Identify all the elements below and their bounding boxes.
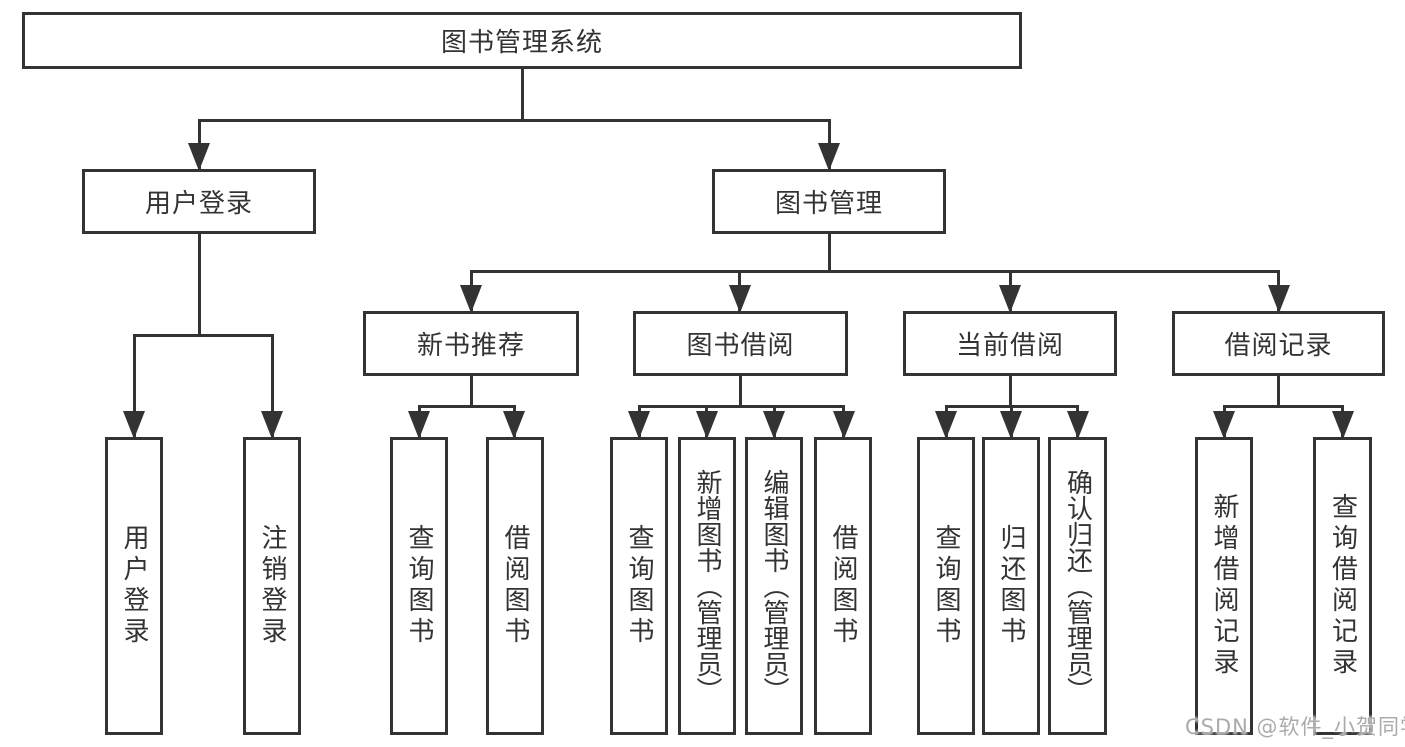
arrow-down-icon bbox=[999, 285, 1021, 313]
node-borrowing-records: 借阅记录 bbox=[1172, 311, 1385, 376]
leaf-user-login: 用户登录 bbox=[105, 437, 163, 735]
arrow-down-icon bbox=[628, 411, 650, 439]
leaf-query-books-recommend: 查询图书 bbox=[390, 437, 448, 735]
leaf-label: 新增图书（管理员） bbox=[692, 469, 722, 703]
connector-line bbox=[1222, 405, 1344, 408]
node-book-management: 图书管理 bbox=[712, 169, 946, 234]
arrow-down-icon bbox=[695, 411, 718, 439]
leaf-label: 编辑图书（管理员） bbox=[759, 469, 789, 703]
connector-line bbox=[1277, 376, 1280, 408]
leaf-query-books-borrow: 查询图书 bbox=[610, 437, 668, 735]
connector-line bbox=[132, 334, 274, 337]
connector-line bbox=[739, 376, 742, 408]
node-book-borrowing: 图书借阅 bbox=[633, 311, 848, 376]
node-current-borrowing: 当前借阅 bbox=[903, 311, 1117, 376]
arrow-down-icon bbox=[763, 411, 785, 439]
leaf-add-borrow-record: 新增借阅记录 bbox=[1195, 437, 1253, 735]
connector-line bbox=[132, 334, 136, 437]
leaf-label: 确认归还（管理员） bbox=[1062, 469, 1093, 703]
arrow-down-icon bbox=[935, 411, 957, 439]
arrow-down-icon bbox=[1331, 411, 1354, 439]
connector-line bbox=[270, 334, 274, 437]
arrow-down-icon bbox=[408, 411, 430, 439]
leaf-label: 借阅图书 bbox=[828, 524, 858, 648]
leaf-borrow-books-recommend: 借阅图书 bbox=[486, 437, 544, 735]
node-new-book-recommendation: 新书推荐 bbox=[363, 311, 579, 376]
leaf-confirm-return-admin: 确认归还（管理员） bbox=[1048, 437, 1107, 735]
node-system-root: 图书管理系统 bbox=[22, 12, 1022, 69]
arrow-down-icon bbox=[188, 143, 210, 171]
connector-line bbox=[197, 234, 201, 337]
leaf-label: 新增借阅记录 bbox=[1209, 493, 1239, 679]
leaf-label: 借阅图书 bbox=[500, 524, 530, 648]
leaf-query-books-current: 查询图书 bbox=[917, 437, 975, 735]
leaf-query-borrow-record: 查询借阅记录 bbox=[1313, 437, 1372, 735]
connector-line bbox=[417, 405, 516, 408]
leaf-return-books: 归还图书 bbox=[982, 437, 1040, 735]
leaf-label: 查询图书 bbox=[624, 524, 654, 648]
arrow-down-icon bbox=[123, 411, 145, 439]
arrow-down-icon bbox=[460, 285, 482, 313]
leaf-edit-books-admin: 编辑图书（管理员） bbox=[745, 437, 803, 735]
arrow-down-icon bbox=[1213, 411, 1235, 439]
leaf-label: 查询借阅记录 bbox=[1327, 493, 1358, 679]
arrow-down-icon bbox=[728, 285, 751, 313]
connector-line bbox=[827, 234, 831, 273]
leaf-label: 用户登录 bbox=[119, 524, 149, 648]
leaf-label: 注销登录 bbox=[257, 524, 287, 648]
leaf-label: 查询图书 bbox=[931, 524, 961, 648]
arrow-down-icon bbox=[832, 411, 855, 439]
arrow-down-icon bbox=[1066, 411, 1089, 439]
arrow-down-icon bbox=[1267, 285, 1290, 313]
leaf-label: 查询图书 bbox=[404, 524, 434, 648]
leaf-logout: 注销登录 bbox=[243, 437, 301, 735]
connector-line bbox=[197, 119, 831, 122]
connector-line bbox=[469, 270, 1280, 273]
arrow-down-icon bbox=[818, 143, 840, 171]
arrow-down-icon bbox=[261, 411, 283, 439]
csdn-watermark: CSDN @软件_小贺同学 bbox=[1185, 715, 1405, 739]
node-user-login: 用户登录 bbox=[82, 169, 316, 234]
arrow-down-icon bbox=[1000, 411, 1022, 439]
connector-line bbox=[520, 69, 524, 122]
leaf-add-books-admin: 新增图书（管理员） bbox=[678, 437, 736, 735]
connector-line bbox=[637, 405, 845, 408]
arrow-down-icon bbox=[503, 411, 525, 439]
connector-line bbox=[469, 376, 473, 408]
leaf-borrow-books-borrow: 借阅图书 bbox=[814, 437, 872, 735]
connector-line bbox=[1008, 376, 1012, 408]
leaf-label: 归还图书 bbox=[996, 524, 1026, 648]
